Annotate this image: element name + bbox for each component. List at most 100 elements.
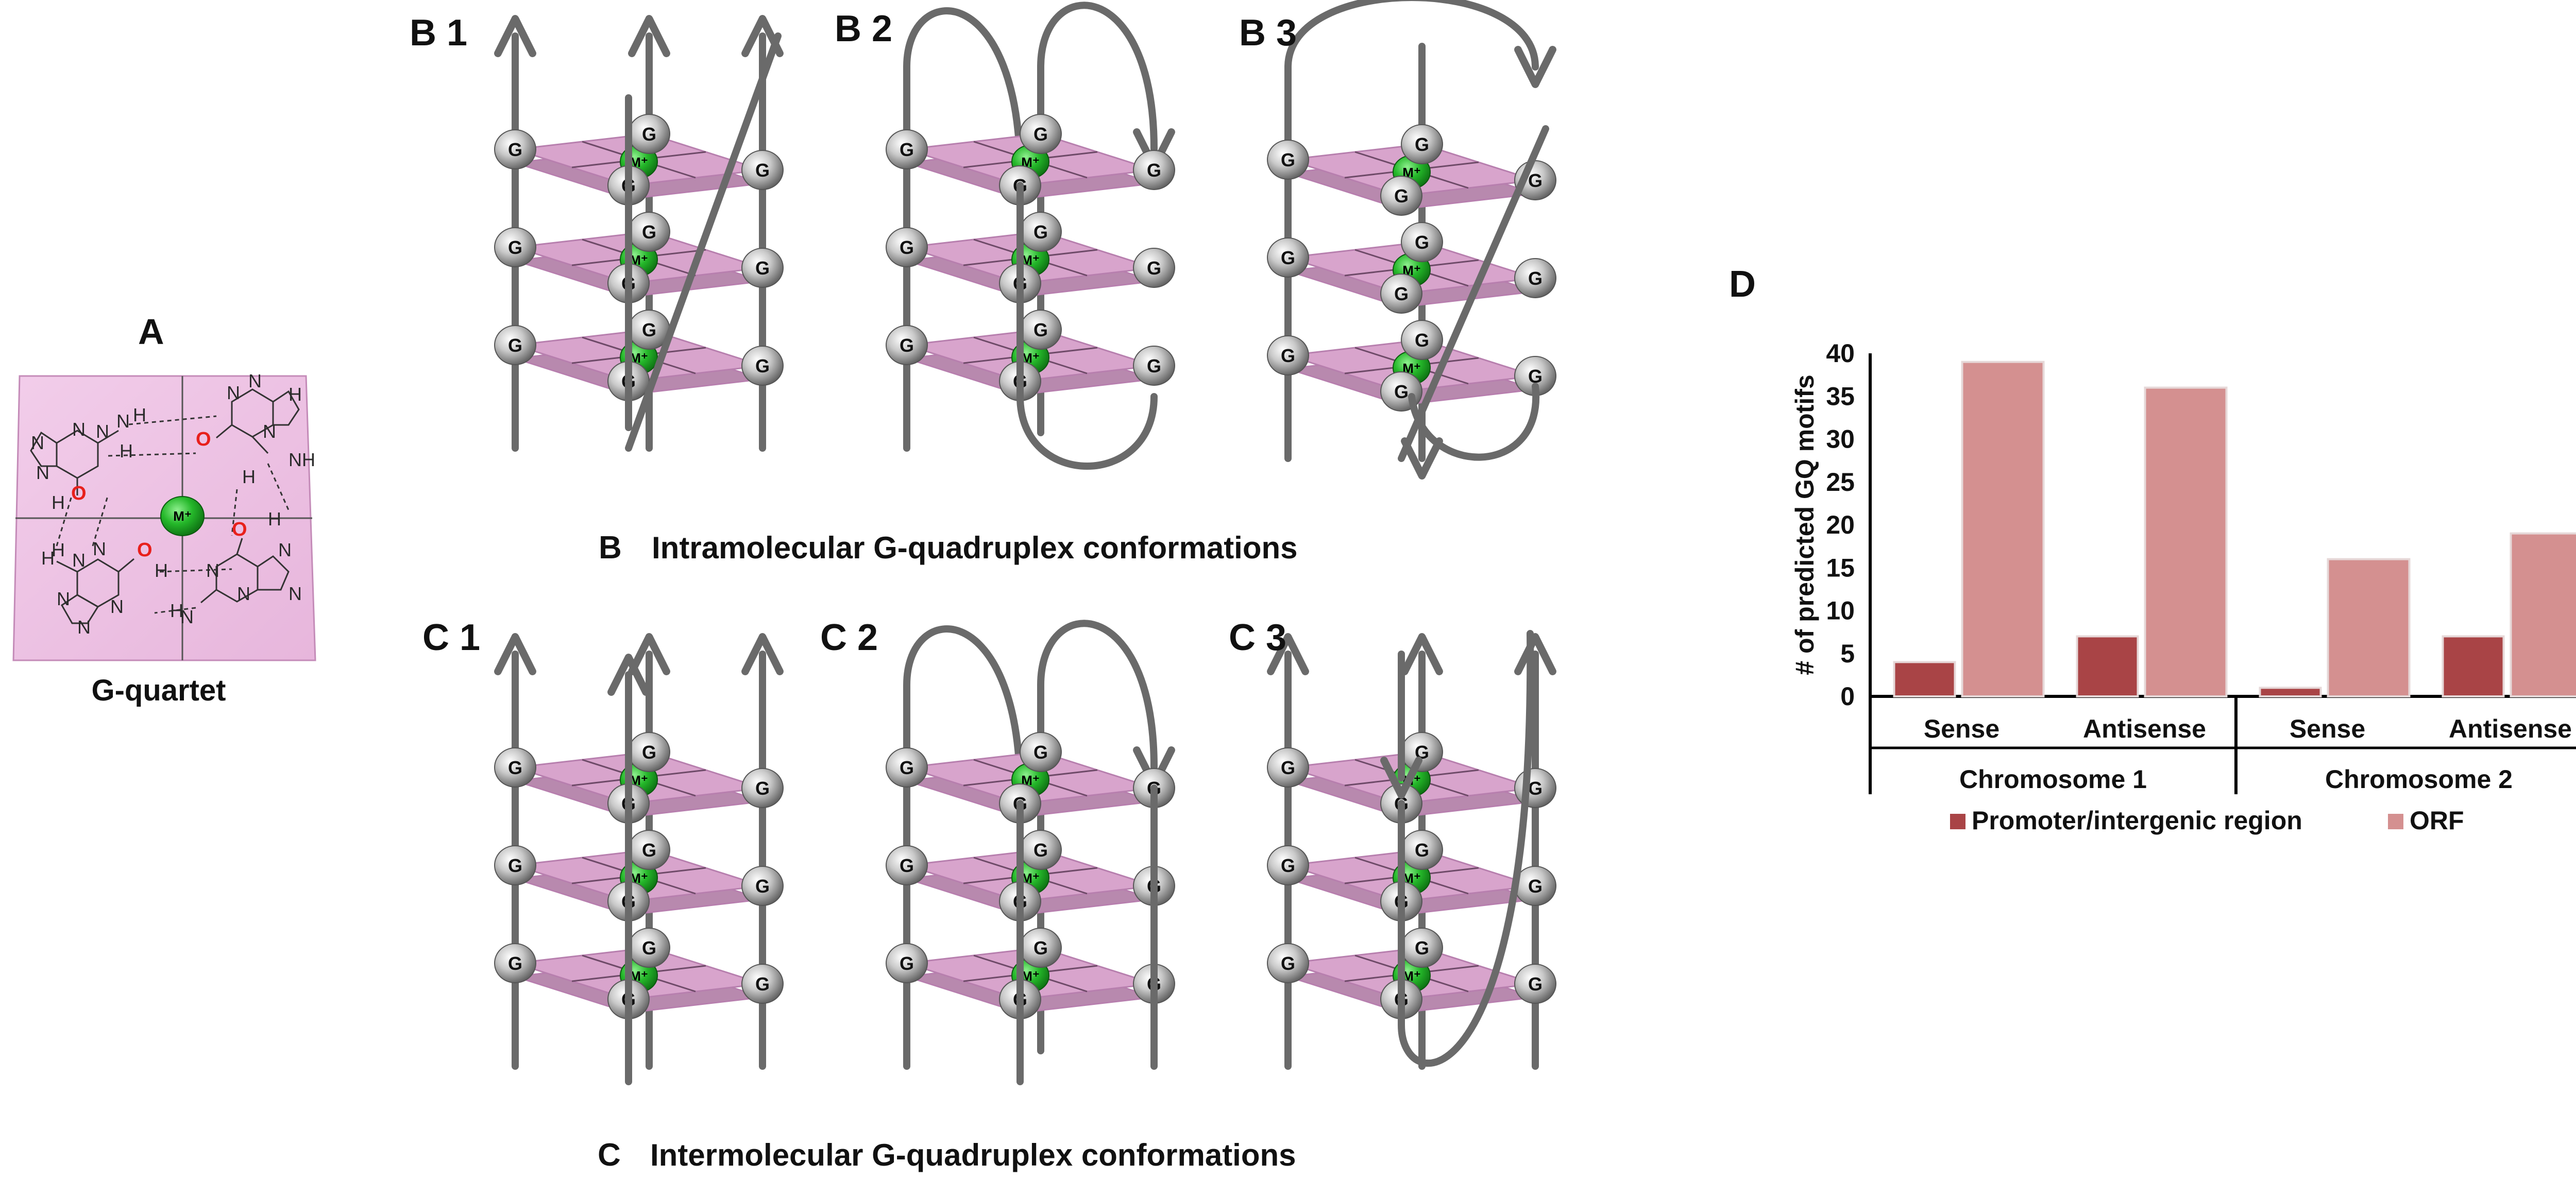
guanine-node: G bbox=[1267, 335, 1309, 375]
strand-diagonal bbox=[625, 32, 782, 452]
guanine-node: G bbox=[741, 150, 784, 190]
strand-loop bbox=[1037, 620, 1175, 1054]
guanine-node: G bbox=[628, 732, 670, 772]
chem-n: N bbox=[227, 382, 240, 403]
svg-text:G: G bbox=[642, 221, 656, 243]
guanine-node: G bbox=[741, 866, 784, 906]
guanine-node: G bbox=[741, 964, 784, 1004]
guanine-node: G bbox=[1514, 258, 1556, 298]
guanine-node: G bbox=[1133, 346, 1175, 386]
chem-h: H bbox=[133, 404, 146, 425]
guanine-node: G bbox=[1133, 248, 1175, 288]
svg-text:G: G bbox=[1415, 937, 1429, 959]
chem-h: H bbox=[52, 539, 65, 560]
bar-orf bbox=[1961, 361, 2045, 697]
chem-n: N bbox=[57, 588, 70, 609]
bar-promoter bbox=[2076, 635, 2139, 697]
svg-text:G: G bbox=[900, 335, 914, 356]
chem-n: N bbox=[36, 462, 49, 483]
svg-text:G: G bbox=[508, 953, 522, 974]
svg-text:G: G bbox=[1033, 742, 1048, 763]
panel-c-label: C bbox=[598, 1137, 621, 1173]
svg-text:G: G bbox=[1033, 319, 1048, 340]
strand-loop bbox=[1016, 182, 1158, 470]
svg-text:G: G bbox=[1528, 876, 1543, 897]
chem-nh: NH bbox=[289, 449, 315, 470]
subpanel-c3-label: C 3 bbox=[1229, 617, 1286, 658]
guanine-node: G bbox=[1020, 310, 1062, 350]
subpanel-b2-label: B 2 bbox=[835, 8, 892, 49]
guanine-node: G bbox=[494, 943, 536, 983]
guanine-node: G bbox=[1514, 768, 1556, 808]
subpanel-b1-label: B 1 bbox=[410, 12, 467, 54]
chem-n: N bbox=[206, 560, 219, 581]
chem-o: O bbox=[137, 539, 152, 561]
chem-h: H bbox=[242, 466, 256, 487]
guanine-node: G bbox=[628, 928, 670, 968]
svg-text:G: G bbox=[1281, 757, 1295, 778]
legend-label: Promoter/intergenic region bbox=[1972, 806, 2302, 835]
guanine-node: G bbox=[628, 310, 670, 350]
guanine-node: G bbox=[886, 747, 928, 788]
svg-text:G: G bbox=[642, 319, 656, 340]
x-category-label: Sense bbox=[1924, 714, 1999, 743]
svg-text:G: G bbox=[1281, 855, 1295, 876]
svg-text:G: G bbox=[1033, 124, 1048, 145]
strand-loop bbox=[1284, 0, 1556, 462]
svg-text:G: G bbox=[1415, 330, 1429, 351]
chem-h: H bbox=[170, 600, 183, 621]
guanine-node: G bbox=[1401, 732, 1443, 772]
bar-orf bbox=[2144, 386, 2228, 697]
chem-h: H bbox=[52, 492, 65, 513]
guanine-node: G bbox=[741, 346, 784, 386]
svg-text:G: G bbox=[1528, 268, 1543, 289]
guanine-node: G bbox=[1020, 212, 1062, 252]
svg-text:M⁺: M⁺ bbox=[173, 508, 191, 524]
svg-text:G: G bbox=[755, 355, 770, 377]
chem-n: N bbox=[93, 538, 106, 559]
y-tick-label: 40 bbox=[1826, 339, 1855, 368]
guanine-node: G bbox=[494, 325, 536, 365]
y-tick-label: 5 bbox=[1840, 639, 1855, 668]
chem-h: H bbox=[268, 508, 281, 529]
guanine-node: G bbox=[1401, 222, 1443, 262]
chem-n: N bbox=[110, 596, 124, 617]
guanine-node: G bbox=[1380, 274, 1422, 314]
strand-loop bbox=[1408, 383, 1540, 461]
strand-loop bbox=[903, 7, 1041, 452]
legend-swatch bbox=[1950, 814, 1965, 829]
chem-n: N bbox=[248, 370, 262, 391]
guanine-node: G bbox=[1020, 928, 1062, 968]
svg-text:G: G bbox=[755, 160, 770, 181]
chem-nh: N bbox=[116, 411, 130, 432]
chem-n: N bbox=[96, 421, 109, 442]
svg-text:G: G bbox=[1394, 381, 1409, 402]
svg-text:G: G bbox=[1147, 355, 1161, 377]
y-tick-label: 0 bbox=[1840, 682, 1855, 711]
legend-swatch bbox=[2388, 814, 2403, 829]
svg-text:G: G bbox=[1394, 283, 1409, 304]
x-category-label: Antisense bbox=[2449, 714, 2572, 743]
chem-h: H bbox=[41, 548, 55, 569]
svg-text:G: G bbox=[755, 778, 770, 799]
bar-promoter bbox=[2259, 687, 2322, 697]
svg-text:G: G bbox=[755, 973, 770, 995]
guanine-node: G bbox=[1133, 150, 1175, 190]
bar-promoter bbox=[1893, 661, 1956, 698]
guanine-node: G bbox=[1267, 237, 1309, 278]
y-tick-label: 35 bbox=[1826, 382, 1855, 411]
panel-b-caption: Intramolecular G-quadruplex conformation… bbox=[652, 531, 1298, 565]
guanine-node: G bbox=[1401, 928, 1443, 968]
guanine-node: G bbox=[886, 129, 928, 169]
strand-loop bbox=[903, 625, 1041, 1070]
group-label: Chromosome 1 bbox=[1959, 765, 2147, 794]
svg-text:G: G bbox=[1147, 160, 1161, 181]
guanine-node: G bbox=[886, 227, 928, 267]
guanine-node: G bbox=[886, 943, 928, 983]
svg-text:G: G bbox=[1033, 221, 1048, 243]
